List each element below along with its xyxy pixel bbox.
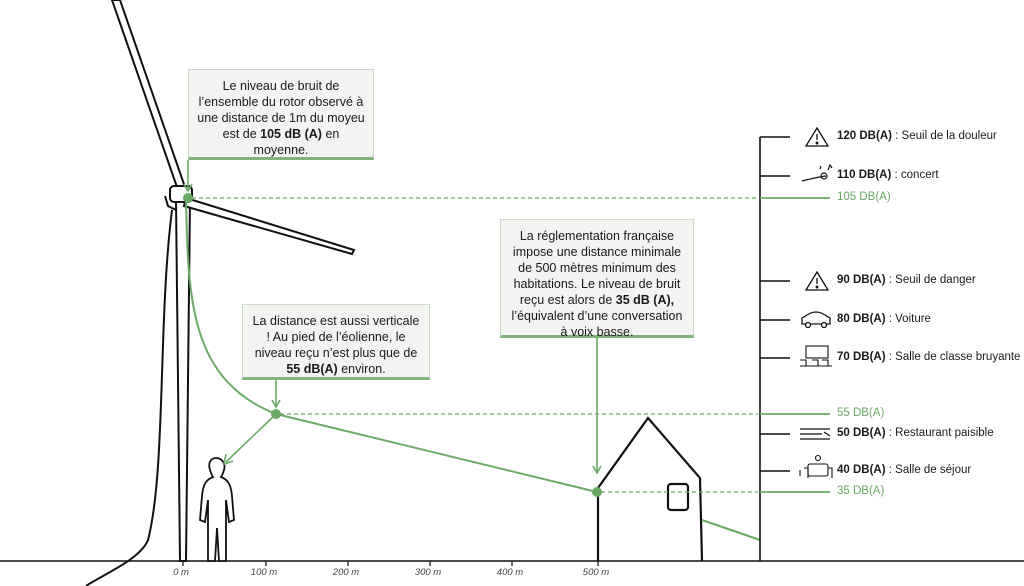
warning-icon xyxy=(804,126,830,147)
callout-house-value: 35 dB (A), xyxy=(615,293,675,307)
arrow-house-head xyxy=(592,465,602,475)
arrow-foot-person xyxy=(225,413,277,463)
car-icon xyxy=(801,311,831,329)
level-50: 50 DB(A) : Restaurant paisible xyxy=(837,427,994,439)
warning-icon xyxy=(804,270,830,291)
point-105 xyxy=(183,193,193,203)
level-105: 105 DB(A) xyxy=(837,191,891,203)
turbine-blade-up xyxy=(110,0,188,191)
decibel-scale xyxy=(759,136,790,561)
level-55: 55 DB(A) xyxy=(837,407,885,419)
tick-200m: 200 m xyxy=(332,567,360,578)
callout-rotor-value: 105 dB (A) xyxy=(260,127,322,141)
tick-400m: 400 m xyxy=(496,567,524,578)
callout-foot-text-end: environ. xyxy=(337,362,386,376)
classroom-icon xyxy=(800,345,832,367)
wind-turbine xyxy=(85,0,356,586)
distance-axis xyxy=(182,561,599,566)
callout-rotor-noise: Le niveau de bruit de l’ensemble du roto… xyxy=(188,69,374,160)
callout-house-text: La réglementation française impose une d… xyxy=(512,229,682,307)
tick-500m: 500 m xyxy=(582,567,610,578)
point-35 xyxy=(592,487,602,497)
person-silhouette xyxy=(199,457,235,562)
callout-house-text-end: l’équivalent d’une conversation à voix b… xyxy=(511,309,683,339)
attenuation-curve-tail xyxy=(701,519,761,541)
level-70: 70 DB(A) : Salle de classe bruyante xyxy=(837,351,1021,363)
callout-foot-value: 55 dB(A) xyxy=(286,362,338,376)
attenuation-curve xyxy=(185,197,598,493)
tick-300m: 300 m xyxy=(414,567,442,578)
level-35: 35 DB(A) xyxy=(837,485,885,497)
arrow-foot-person-head xyxy=(222,453,234,466)
level-40: 40 DB(A) : Salle de séjour xyxy=(837,464,972,476)
house xyxy=(596,416,704,562)
callout-rotor-text: Le niveau de bruit de l’ensemble du roto… xyxy=(197,79,365,141)
tick-100m: 100 m xyxy=(250,567,278,578)
turbine-blade-right xyxy=(182,196,356,256)
level-120: 120 DB(A) : Seuil de la douleur xyxy=(837,130,997,142)
level-90: 90 DB(A) : Seuil de danger xyxy=(837,274,976,286)
level-80: 80 DB(A) : Voiture xyxy=(837,313,931,325)
cutlery-icon xyxy=(800,428,831,440)
house-window xyxy=(666,482,690,512)
concert-icon xyxy=(801,163,833,182)
tick-0m: 0 m xyxy=(173,567,189,578)
turbine-blade-down xyxy=(85,209,173,586)
callout-rotor-text-end: en moyenne. xyxy=(253,127,340,157)
callout-foot-text: La distance est aussi verticale ! Au pie… xyxy=(252,314,420,360)
level-110: 110 DB(A) : concert xyxy=(837,169,939,181)
arrow-rotor-head xyxy=(183,183,193,193)
callout-house-noise: La réglementation française impose une d… xyxy=(500,219,694,339)
turbine-blade-root xyxy=(164,195,177,211)
arrow-foot-top-head xyxy=(271,399,281,409)
callout-foot-noise: La distance est aussi verticale ! Au pie… xyxy=(242,304,430,380)
living-room-icon xyxy=(799,454,833,478)
